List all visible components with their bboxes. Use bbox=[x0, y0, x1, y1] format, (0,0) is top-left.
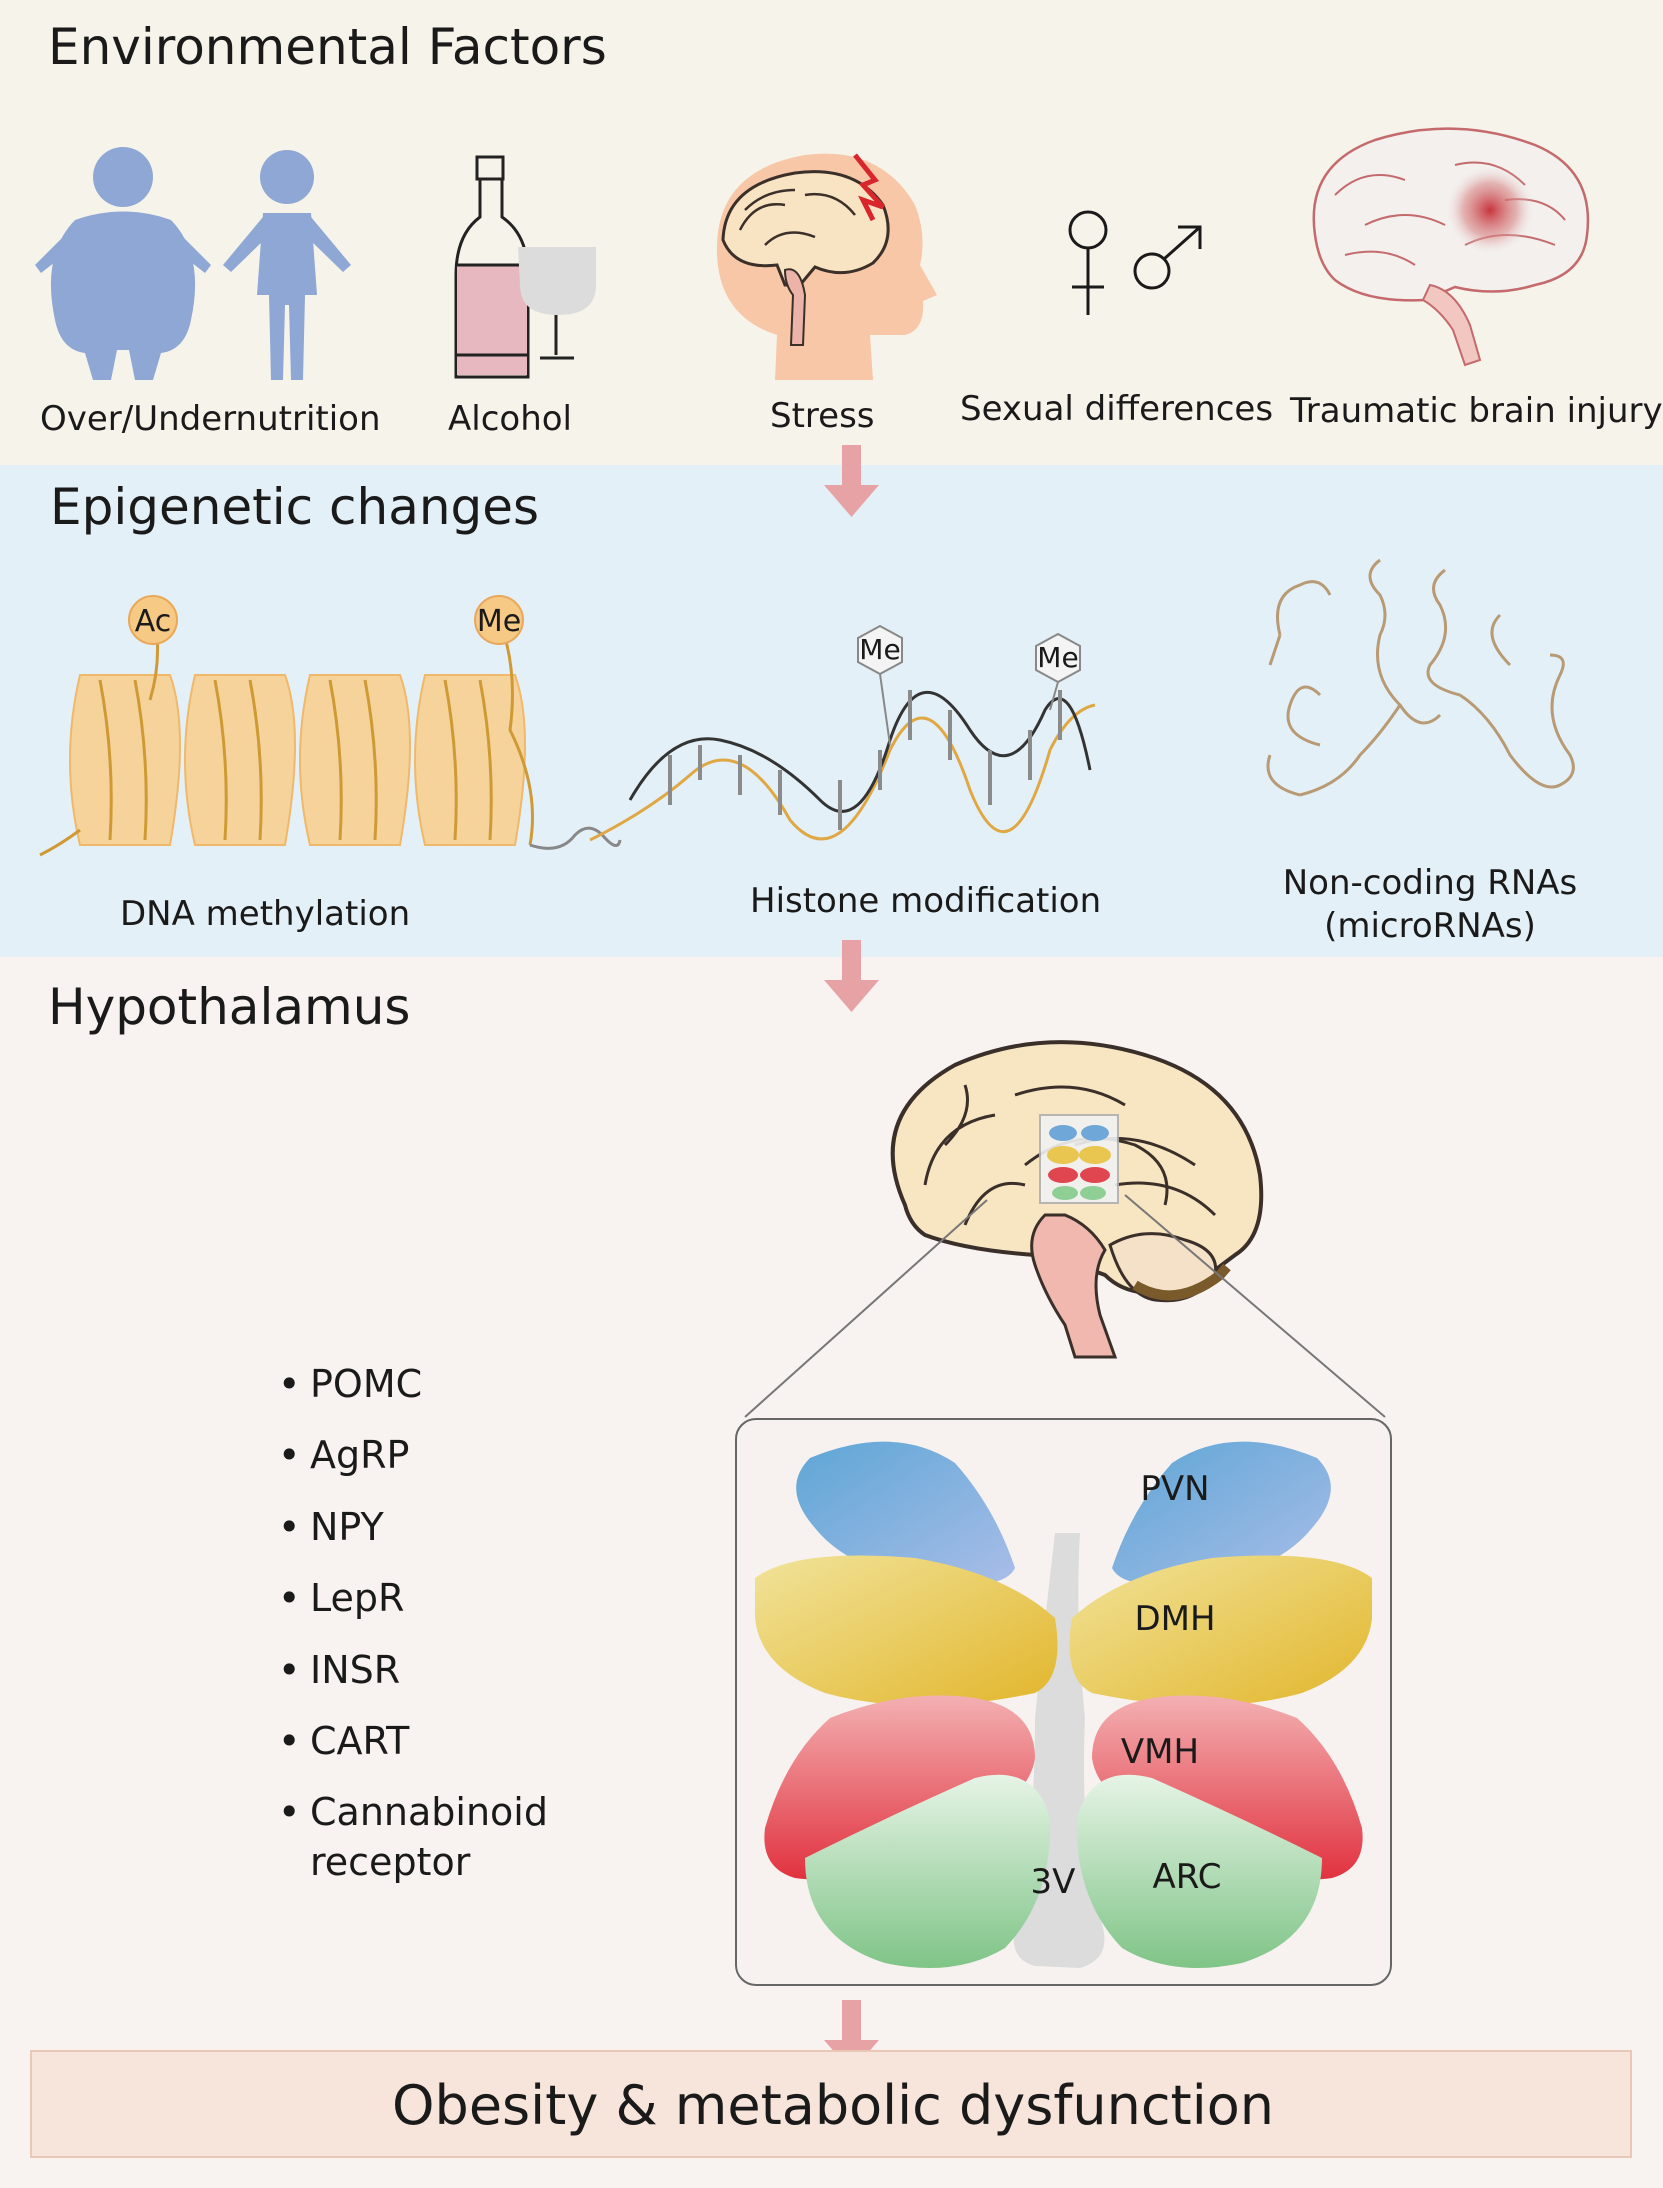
non-coding-rnas-sublabel: (microRNAs) bbox=[1324, 905, 1536, 946]
arc-label: ARC bbox=[1153, 1857, 1222, 1897]
marker-agrp: AgRP bbox=[270, 1431, 630, 1481]
gene-marker-list: POMC AgRP NPY LepR INSR CART Cannabinoid… bbox=[270, 1360, 630, 1909]
marker-insr: INSR bbox=[270, 1646, 630, 1696]
sex-symbols-icon bbox=[1068, 210, 1202, 315]
vmh-label: VMH bbox=[1121, 1732, 1199, 1772]
body-size-icon bbox=[35, 147, 351, 380]
methyl-tag-dna: Me bbox=[477, 604, 521, 639]
outcome-label: Obesity & metabolic dysfunction bbox=[392, 2074, 1274, 2137]
nucleosome-chromatin-icon: Ac Me bbox=[39, 595, 622, 857]
injured-brain-icon bbox=[1312, 127, 1590, 367]
sexual-differences-label: Sexual differences bbox=[960, 389, 1274, 429]
marker-npy: NPY bbox=[270, 1503, 630, 1553]
epigenetic-changes-heading: Epigenetic changes bbox=[50, 478, 540, 536]
outcome-box: Obesity & metabolic dysfunction bbox=[30, 2050, 1632, 2158]
dmh-label: DMH bbox=[1134, 1599, 1215, 1639]
marker-pomc: POMC bbox=[270, 1360, 630, 1410]
marker-cart: CART bbox=[270, 1717, 630, 1767]
flow-arrow-down bbox=[824, 445, 879, 517]
dna-double-helix-icon: Me Me bbox=[589, 624, 1096, 842]
marker-cannabinoid-receptor: Cannabinoid receptor bbox=[270, 1788, 630, 1887]
stressed-head-icon bbox=[716, 153, 937, 380]
hypothalamus-nuclei-panel: PVN DMH VMH ARC 3V bbox=[735, 1418, 1392, 1986]
non-coding-rnas-title: Non-coding RNAs bbox=[1282, 863, 1578, 903]
dna-methylation-label: DNA methylation bbox=[120, 894, 411, 934]
acetyl-tag: Ac bbox=[135, 604, 172, 639]
pvn-label: PVN bbox=[1140, 1469, 1209, 1509]
third-ventricle-label: 3V bbox=[1031, 1862, 1076, 1902]
marker-lepr: LepR bbox=[270, 1574, 630, 1624]
non-coding-rna-icon bbox=[1266, 558, 1575, 797]
hypothalamus-heading: Hypothalamus bbox=[48, 978, 411, 1036]
methyl-tag-histone-1: Me bbox=[859, 633, 900, 666]
alcohol-bottle-icon bbox=[454, 155, 596, 379]
zoom-connector-lines bbox=[744, 1194, 1386, 1418]
over-undernutrition-label: Over/Undernutrition bbox=[40, 399, 381, 439]
alcohol-label: Alcohol bbox=[448, 399, 572, 439]
stress-label: Stress bbox=[770, 396, 875, 436]
histone-modification-label: Histone modification bbox=[750, 881, 1102, 921]
flow-arrow-down bbox=[824, 940, 879, 1012]
sagittal-brain-icon bbox=[890, 1040, 1264, 1359]
environmental-factors-heading: Environmental Factors bbox=[48, 18, 607, 76]
traumatic-brain-injury-label: Traumatic brain injury bbox=[1290, 391, 1663, 431]
methyl-tag-histone-2: Me bbox=[1037, 641, 1078, 674]
non-coding-rnas-label: Non-coding RNAs (microRNAs) bbox=[1260, 862, 1600, 947]
